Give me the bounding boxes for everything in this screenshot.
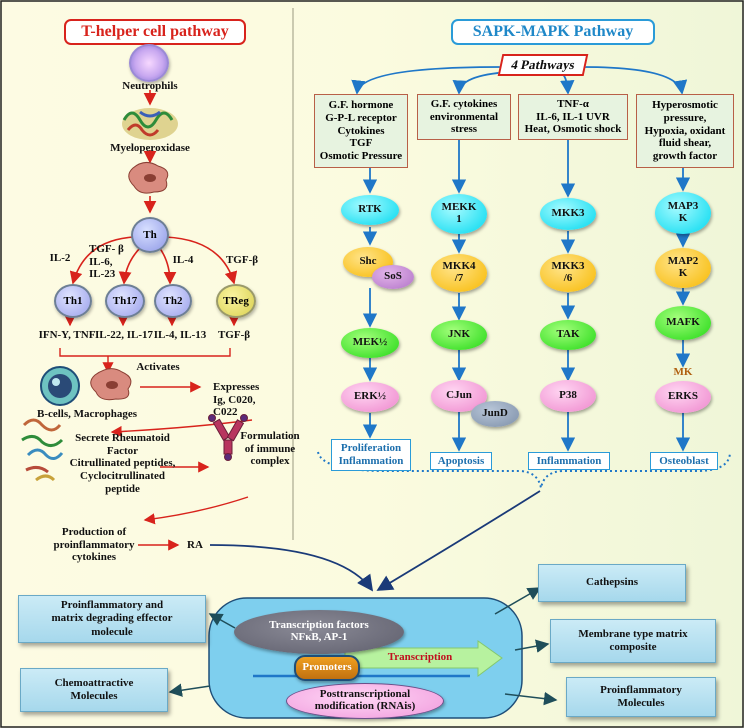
arrow	[351, 66, 501, 95]
mkk47-node: MKK4 /7	[431, 254, 487, 292]
erks-node: ERKS	[655, 381, 711, 413]
ra-label: RA	[187, 539, 203, 551]
promoters: Promoters	[294, 655, 360, 681]
production-label: Production of proinflammatory cytokines	[53, 526, 135, 564]
neutrophil-icon	[129, 44, 169, 82]
mafk-node: MAFK	[655, 306, 711, 340]
outcome-inflammation: Inflammation	[528, 452, 610, 470]
arrow	[69, 236, 135, 285]
membrane-type-box: Membrane type matrix composite	[550, 619, 716, 663]
th1-output: IFN-Y, TNF	[38, 329, 96, 341]
mekk1-node: MEKK 1	[431, 194, 487, 234]
outcome-apoptosis: Apoptosis	[430, 452, 492, 470]
th-cell: Th	[131, 217, 169, 253]
neutrophils-label: Neutrophils	[122, 80, 178, 92]
stimulus-box-1: G.F. hormone G-P-L receptor Cytokines TG…	[314, 94, 408, 168]
stimulus-box-4: Hyperosmotic pressure, Hypoxia, oxidant …	[636, 94, 734, 168]
immune-complex-icon	[208, 414, 248, 461]
th17-cell: Th17	[105, 284, 145, 318]
mk-label: MK	[673, 366, 693, 378]
map3k-node: MAP3 K	[655, 192, 711, 234]
cytokine-label-il2: IL-2	[49, 252, 71, 264]
treg-cell: TReg	[216, 284, 256, 318]
cytokine-label-il4: IL-4	[172, 254, 194, 266]
bcells-label: B-cells, Macrophages	[36, 408, 137, 420]
th2-cell: Th2	[154, 284, 192, 318]
th1-cell: Th1	[54, 284, 92, 318]
activated-cell-icon	[90, 368, 132, 401]
jnk-node: JNK	[431, 320, 487, 350]
transcription-arrow	[344, 640, 503, 677]
arrow	[581, 66, 688, 95]
activates-label: Activates	[136, 361, 180, 373]
mkk36-node: MKK3 /6	[540, 254, 596, 292]
tak-node: TAK	[540, 320, 596, 350]
macrophage-icon	[128, 162, 169, 194]
arrow	[376, 490, 541, 591]
four-pathways-label: 4 Pathways	[497, 54, 589, 76]
expresses-label: Expresses Ig, C020, C022	[213, 381, 260, 419]
th2-output: IL-4, IL-13	[153, 329, 207, 341]
cathepsins-box: Cathepsins	[538, 564, 686, 602]
rtk-node: RTK	[341, 195, 399, 225]
arrow	[165, 236, 238, 285]
stimulus-box-2: G.F. cytokines environmental stress	[417, 94, 511, 140]
b-cell-icon	[40, 366, 80, 406]
p38-node: P38	[540, 380, 596, 412]
cytokine-label-tgf-il6-il23: TGF- β IL-6, IL-23	[89, 243, 124, 281]
posttranscriptional-modification: Posttranscriptional modification (RNAis)	[286, 683, 444, 719]
mek-node: MEK½	[341, 328, 399, 358]
th17-output: IL-22, IL-17	[94, 329, 154, 341]
proinflammatory-molecules-box: Proinflammatory Molecules	[566, 677, 716, 717]
sapk-title: SAPK-MAPK Pathway	[451, 19, 655, 45]
outcome-osteoblast: Osteoblast	[650, 452, 718, 470]
cytokine-label-tgf-beta: TGF-β	[225, 254, 259, 266]
jund-node: JunD	[471, 401, 519, 427]
sos-node: SoS	[372, 265, 414, 289]
transcription-factors: Transcription factors NFκB, AP-1	[234, 610, 404, 654]
myeloperoxidase-protein-icon	[122, 108, 178, 140]
erk-node: ERK½	[341, 382, 399, 412]
formulation-label: Formulation of immune complex	[240, 430, 300, 468]
myeloperoxidase-label: Myeloperoxidase	[110, 142, 190, 154]
stimulus-box-3: TNF-α IL-6, IL-1 UVR Heat, Osmotic shock	[518, 94, 628, 140]
secrete-label: Secrete Rheumatoid Factor Citrullinated …	[69, 432, 176, 495]
mkk3-node: MKK3	[540, 198, 596, 230]
treg-output: TGF-β	[217, 329, 251, 341]
arrow	[143, 496, 249, 525]
t-helper-title: T-helper cell pathway	[64, 19, 246, 45]
chemoattractive-box: Chemoattractive Molecules	[20, 668, 168, 712]
rheumatoid-factor-protein-icon	[21, 418, 64, 482]
outcome-proliferation: Proliferation Inflammation	[331, 439, 411, 471]
map2k-node: MAP2 K	[655, 248, 711, 288]
effector-molecule-box: Proinflammatory and matrix degrading eff…	[18, 595, 206, 643]
transcription-label: Transcription	[387, 651, 453, 663]
arrow	[209, 544, 374, 592]
